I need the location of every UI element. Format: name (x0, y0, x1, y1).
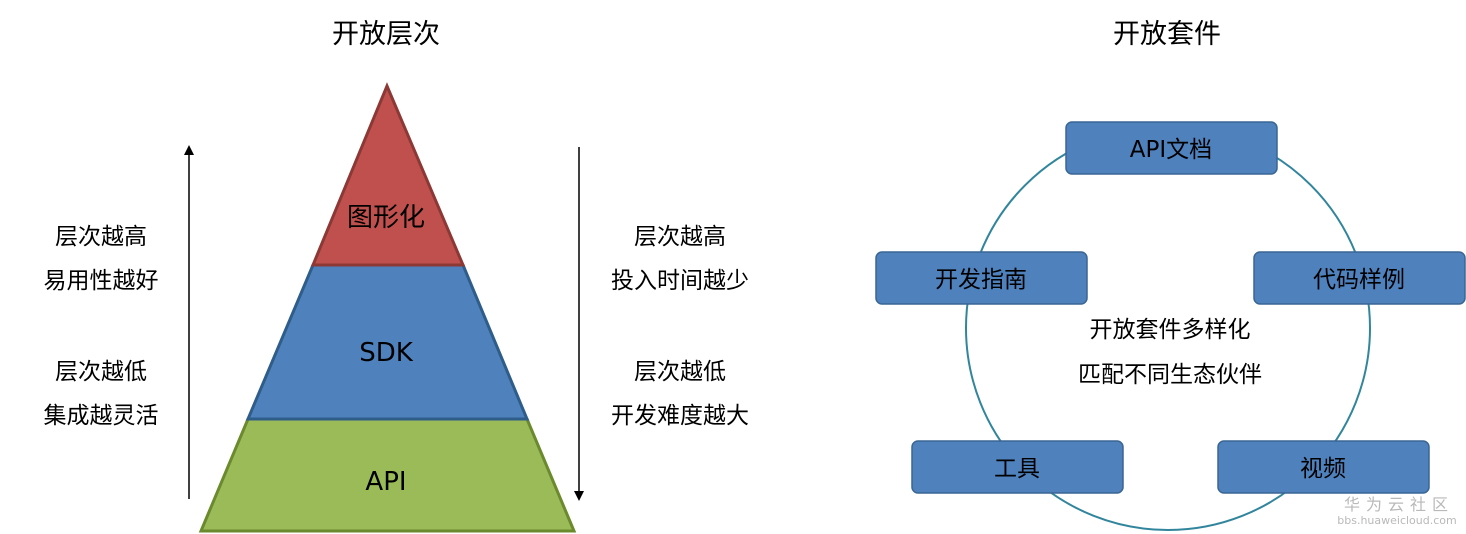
watermark-name: 华为云社区 (1344, 495, 1454, 514)
left-panel-title: 开放层次 (332, 19, 440, 50)
left-note-2: 易用性越好 (44, 268, 159, 294)
pyramid-top-label: 图形化 (347, 203, 425, 233)
right-note-1: 层次越高 (634, 224, 726, 250)
pyramid-middle-label: SDK (359, 338, 414, 368)
kit-label-code-samples: 代码样例 (1313, 267, 1405, 293)
left-note-4: 集成越灵活 (44, 403, 159, 429)
kit-box-dev-guide (875, 251, 1088, 305)
right-note-3: 层次越低 (634, 359, 726, 385)
kit-box-tools (911, 440, 1124, 494)
kit-label-dev-guide: 开发指南 (935, 267, 1027, 293)
pyramid-layer-top (310, 82, 466, 267)
center-text-line-1: 开放套件多样化 (1090, 317, 1251, 343)
right-note-2: 投入时间越少 (611, 268, 749, 294)
kit-label-videos: 视频 (1300, 456, 1346, 482)
kit-box-code-samples (1253, 251, 1466, 305)
center-text-line-2: 匹配不同生态伙伴 (1078, 362, 1262, 388)
kit-label-api-docs: API文档 (1130, 137, 1212, 163)
watermark-url: bbs.huaweicloud.com (1337, 514, 1456, 527)
kit-label-tools: 工具 (994, 456, 1040, 482)
left-note-3: 层次越低 (55, 359, 147, 385)
right-panel-title: 开放套件 (1113, 19, 1221, 50)
left-note-1: 层次越高 (55, 224, 147, 250)
kit-box-api-docs (1065, 121, 1278, 175)
pyramid-bottom-label: API (365, 467, 406, 497)
right-note-4: 开发难度越大 (611, 403, 749, 429)
kit-box-videos (1217, 440, 1430, 494)
